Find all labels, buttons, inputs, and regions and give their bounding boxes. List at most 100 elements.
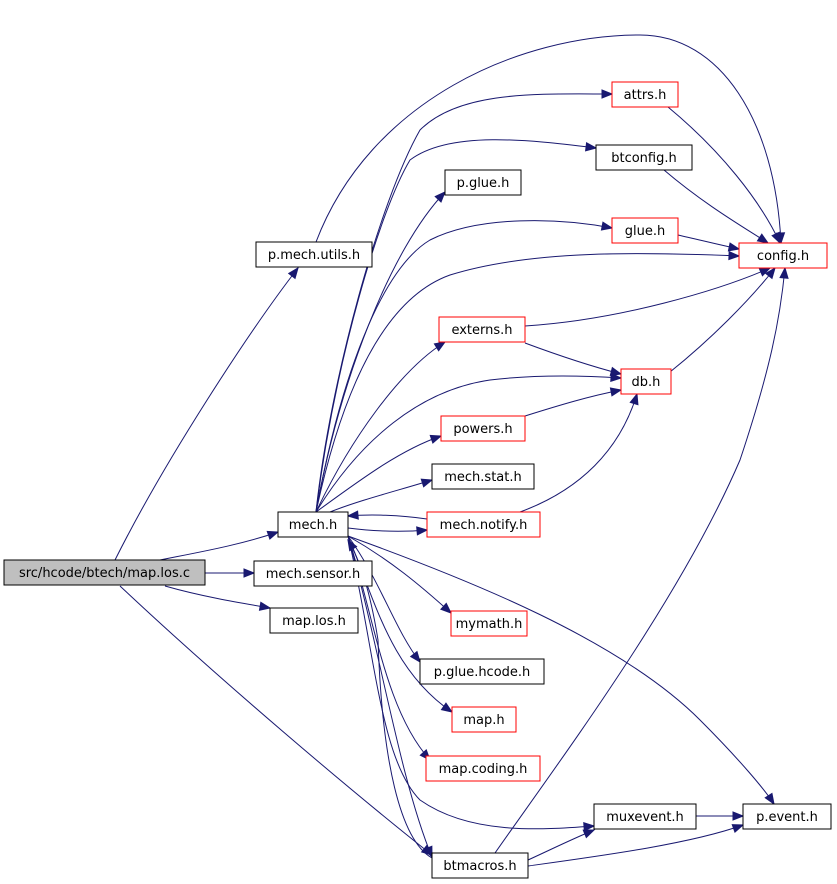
node-box[interactable] [450,610,528,637]
edge-line [663,169,769,244]
edge-line [315,191,446,513]
arrowhead [433,341,447,352]
node-mech-h[interactable]: mech.h [277,511,349,538]
node-box[interactable] [593,803,697,830]
node-label: mech.sensor.h [266,567,360,582]
node-box[interactable] [269,607,359,634]
node-mech-sensor-h[interactable]: mech.sensor.h [253,560,373,587]
edge-line [347,535,775,805]
edge-line [347,535,421,663]
node-box[interactable] [431,463,535,490]
arrowhead [756,233,770,244]
edge-line [347,527,428,532]
node-db-h[interactable]: db.h [620,368,672,395]
arrowhead [583,822,596,832]
node-p-event-h[interactable]: p.event.h [742,803,832,830]
edge-btmacros-h-to-mech-h [347,538,433,859]
edge-line [159,531,279,561]
node-box[interactable] [595,144,693,171]
arrowhead [440,702,454,713]
node-label: mech.stat.h [444,470,522,485]
node-label: src/hcode/btech/map.los.c [19,566,190,581]
arrowhead [347,538,358,552]
node-box[interactable] [738,242,828,269]
edge-mech-h-to-config-h [315,250,741,513]
node-map-los-h[interactable]: map.los.h [269,607,359,634]
node-p-glue-hcode-h[interactable]: p.glue.hcode.h [419,658,545,685]
arrowhead [732,811,745,821]
node-p-mech-utils-h[interactable]: p.mech.utils.h [255,241,373,268]
node-box[interactable] [426,511,541,538]
edge-mech-notify-h-to-mech-h [346,510,428,520]
node-map-los-c[interactable]: src/hcode/btech/map.los.c [3,559,206,586]
edge-line [347,535,595,830]
arrowhead [764,792,775,806]
edge-btmacros-h-to-muxevent-h [527,829,596,861]
node-attrs-h[interactable]: attrs.h [611,81,679,108]
edge-map-los-c-to-p-mech-utils-h [114,266,299,561]
node-box[interactable] [742,803,832,830]
node-label: p.glue.hcode.h [434,665,531,680]
node-box[interactable] [419,658,545,685]
arrowhead [600,221,614,231]
node-box[interactable] [255,241,373,268]
arrowhead [423,845,433,859]
edge-line [315,375,622,513]
edge-line [524,389,622,417]
node-box[interactable] [438,316,526,343]
node-box[interactable] [444,169,522,196]
node-btmacros-h[interactable]: btmacros.h [431,852,529,879]
edge-line [347,514,428,520]
edge-map-los-c-to-mech-sensor-h [205,568,256,578]
node-glue-h[interactable]: glue.h [611,217,679,244]
node-box[interactable] [3,559,206,586]
node-box[interactable] [451,706,517,733]
arrowhead [416,526,429,536]
edge-mech-h-to-glue-h [315,220,614,513]
node-map-coding-h[interactable]: map.coding.h [425,755,541,782]
arrowhead [258,601,272,611]
node-label: externs.h [451,323,512,338]
node-box[interactable] [277,511,349,538]
edge-line [527,824,744,867]
edge-muxevent-h-to-p-event-h [696,811,745,821]
node-mech-stat-h[interactable]: mech.stat.h [431,463,535,490]
node-label: map.coding.h [439,762,528,777]
node-map-h[interactable]: map.h [451,706,517,733]
arrowhead [728,250,741,261]
edge-attrs-h-to-config-h [667,106,781,245]
node-mymath-h[interactable]: mymath.h [450,610,528,637]
edge-line [315,139,597,513]
node-powers-h[interactable]: powers.h [440,415,526,442]
arrowhead [243,568,256,578]
node-label: attrs.h [624,88,667,103]
node-label: powers.h [453,422,512,437]
edge-line [494,267,786,854]
node-box[interactable] [425,755,541,782]
node-p-glue-h[interactable]: p.glue.h [444,169,522,196]
node-label: muxevent.h [606,810,684,825]
arrowhead [727,242,741,252]
node-btconfig-h[interactable]: btconfig.h [595,144,693,171]
node-mech-notify-h[interactable]: mech.notify.h [426,511,541,538]
edge-line [347,535,452,614]
node-label: map.h [463,713,504,728]
node-box[interactable] [431,852,529,879]
node-box[interactable] [620,368,672,395]
node-muxevent-h[interactable]: muxevent.h [593,803,697,830]
node-label: mech.h [289,518,337,533]
node-box[interactable] [253,560,373,587]
edge-mech-h-to-p-glue-h [315,191,446,513]
node-label: p.glue.h [457,176,510,191]
arrowhead [585,142,598,152]
node-label: glue.h [625,224,665,239]
node-box[interactable] [440,415,526,442]
node-box[interactable] [611,81,679,108]
node-config-h[interactable]: config.h [738,242,828,269]
node-box[interactable] [611,217,679,244]
edge-mech-h-to-mymath-h [347,535,452,614]
node-externs-h[interactable]: externs.h [438,316,526,343]
arrowhead [434,191,446,203]
edge-line [524,267,771,327]
